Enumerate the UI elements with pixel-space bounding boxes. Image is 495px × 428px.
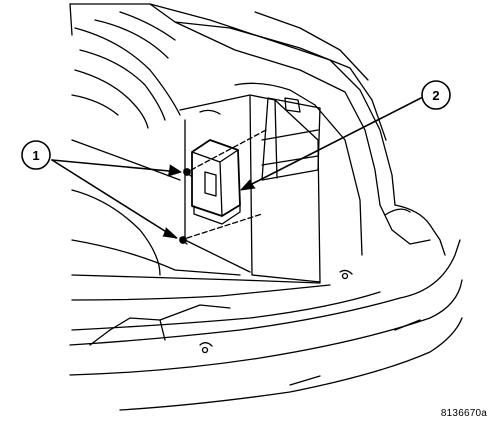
callout-2-leader <box>240 97 422 191</box>
callout-1-circle <box>21 140 51 170</box>
spare-tire-well <box>71 11 181 129</box>
callout-1-label: 1 <box>32 148 39 163</box>
trunk-sill <box>89 269 421 386</box>
callout-1-leaders <box>51 159 182 239</box>
control-module <box>191 139 241 225</box>
trunk-lid-outline <box>69 3 396 206</box>
rear-bumper <box>69 204 463 411</box>
callout-2-circle <box>421 80 451 110</box>
callout-2-label: 2 <box>432 88 439 103</box>
mounting-bracket <box>261 97 321 181</box>
mounting-bolts <box>179 129 267 245</box>
trunk-floor-outline <box>71 82 363 284</box>
figure-id: 8136670a <box>440 408 487 419</box>
